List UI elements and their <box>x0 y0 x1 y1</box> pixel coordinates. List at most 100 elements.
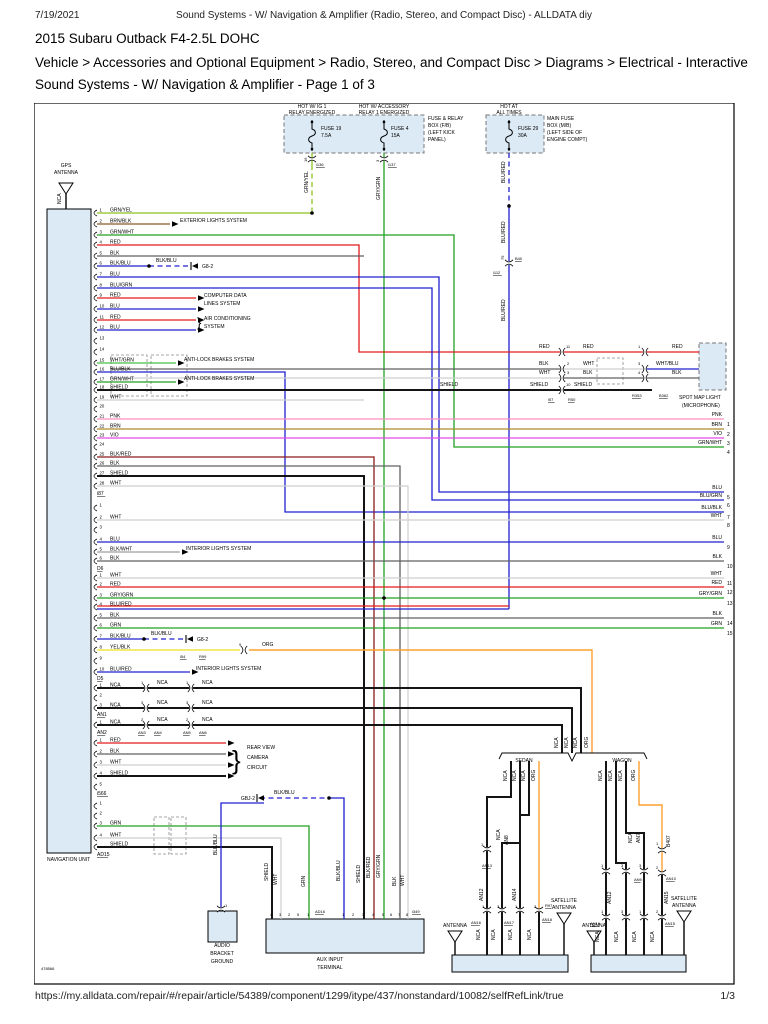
diagram-label: 1 <box>481 842 484 847</box>
fuse-icon <box>380 120 388 151</box>
component-box <box>265 918 425 954</box>
pin-stub <box>93 761 98 769</box>
diagram-label: 5 <box>382 912 385 917</box>
diagram-label: INTERIOR LIGHTS SYSTEM <box>196 666 261 672</box>
connector-symbol <box>498 908 506 912</box>
diagram-label: AN8 <box>504 835 510 845</box>
connector-symbol <box>641 347 649 357</box>
pin-wire-label: BLU <box>110 304 120 310</box>
diagram-label: WHT <box>539 370 550 376</box>
diagram-label: SATELLITE <box>551 898 578 904</box>
diagram-label: HOT AT <box>500 104 518 110</box>
diagram-label: 79 <box>500 255 505 260</box>
connector-symbol <box>144 684 148 692</box>
pin-stub <box>93 241 98 249</box>
diagram-label: AN13 <box>482 863 493 868</box>
system-arrow-icon <box>172 221 179 227</box>
diagram-label: 2 <box>352 912 355 917</box>
connector-symbol <box>560 386 564 394</box>
diagram-label: BLU <box>712 535 722 541</box>
diagram-label: ANTENNA <box>54 170 79 176</box>
pin-number: 3 <box>100 525 103 530</box>
pin-number: 26 <box>100 461 105 466</box>
diagram-label: BLK/BLU <box>156 258 177 264</box>
wire <box>97 837 282 919</box>
wire <box>97 846 273 919</box>
diagram-label: NCA <box>527 929 533 940</box>
pin-number: 6 <box>100 261 103 266</box>
connector-box <box>485 114 545 154</box>
pin-wire-label: SHIELD <box>110 771 128 777</box>
diagram-label: BLK/RED <box>366 856 372 878</box>
diagram-label: NCA <box>157 700 168 706</box>
diagram-label: BLK <box>392 876 398 886</box>
diagram-label: RED <box>539 344 550 350</box>
pin-stub <box>93 472 98 480</box>
pin-number: 18 <box>100 385 105 390</box>
connector-symbol <box>639 867 649 875</box>
pin-wire-label: WHT <box>110 515 121 521</box>
diagram-label: 2 <box>141 717 144 722</box>
diagram-label: (LEFT SIDE OF <box>547 130 582 136</box>
diagram-label: WHT <box>711 571 722 577</box>
pin-number: 12 <box>100 325 105 330</box>
pin-wire-label: BLU/RED <box>110 602 132 608</box>
connector-symbol <box>144 721 148 729</box>
diagram-label: 6 <box>390 912 393 917</box>
component-box <box>590 954 687 973</box>
diagram-label: 1 <box>307 912 310 917</box>
pin-number: 13 <box>100 336 105 341</box>
diagram-label: AN17 <box>504 920 515 925</box>
connector-box <box>150 354 188 397</box>
junction-dot <box>147 264 151 268</box>
pin-stub <box>93 284 98 292</box>
pin-stub <box>93 603 98 611</box>
diagram-label: 2 <box>656 909 659 914</box>
wire <box>97 724 563 753</box>
pin-stub <box>93 425 98 433</box>
diagram-label: 14 <box>727 621 733 627</box>
diagram-label: SEDAN <box>515 758 533 764</box>
diagram-label: WHT <box>583 361 594 367</box>
pin-wire-label: BLK <box>110 556 120 562</box>
pin-number: 1 <box>100 738 103 743</box>
diagram-label: ORG <box>531 770 537 782</box>
diagram-label: AUX INPUT <box>317 957 344 963</box>
diagram-label: WAGON <box>612 758 632 764</box>
connector-symbol <box>622 869 630 873</box>
diagram-label: FUSE 4 <box>391 126 409 132</box>
ground-icon <box>258 795 264 801</box>
pin-number: 1 <box>100 683 103 688</box>
diagram-label: NCA <box>202 680 213 686</box>
connector-symbol <box>601 867 611 875</box>
diagram-label: AN9 <box>634 877 643 882</box>
pin-wire-label: BLK <box>110 613 120 619</box>
diagram-label: 3 <box>638 361 641 366</box>
wire <box>329 797 345 919</box>
pin-wire-label: YEL/BLK <box>110 645 131 651</box>
diagram-label: 3 <box>567 370 570 375</box>
diagram-label: 4 <box>727 450 730 456</box>
connector-box <box>110 354 148 397</box>
connector-symbol <box>187 703 195 713</box>
diagram-label: R50 <box>568 397 576 402</box>
diagram-label: 11 <box>566 344 571 349</box>
diagram-label: NCA <box>598 770 604 781</box>
wire <box>97 244 699 353</box>
diagram-label: 1 <box>638 344 641 349</box>
diagram-label: SHIELD <box>356 865 362 883</box>
wire <box>625 761 645 955</box>
diagram-label: BLK/BLU <box>213 834 219 855</box>
diagram-label: ORG <box>631 770 637 782</box>
diagram-label: } <box>197 315 202 330</box>
diagram-label: BLU <box>712 485 722 491</box>
pin-number: 27 <box>100 471 105 476</box>
connector-symbol <box>560 374 564 382</box>
pin-stub <box>93 834 98 842</box>
diagram-label: 3 <box>621 909 624 914</box>
diagram-label: ORG <box>584 737 590 749</box>
pin-number: 4 <box>100 602 103 607</box>
system-arrow-icon <box>198 317 205 323</box>
diagram-label: 2 <box>288 912 291 917</box>
connector-symbol <box>657 846 667 854</box>
